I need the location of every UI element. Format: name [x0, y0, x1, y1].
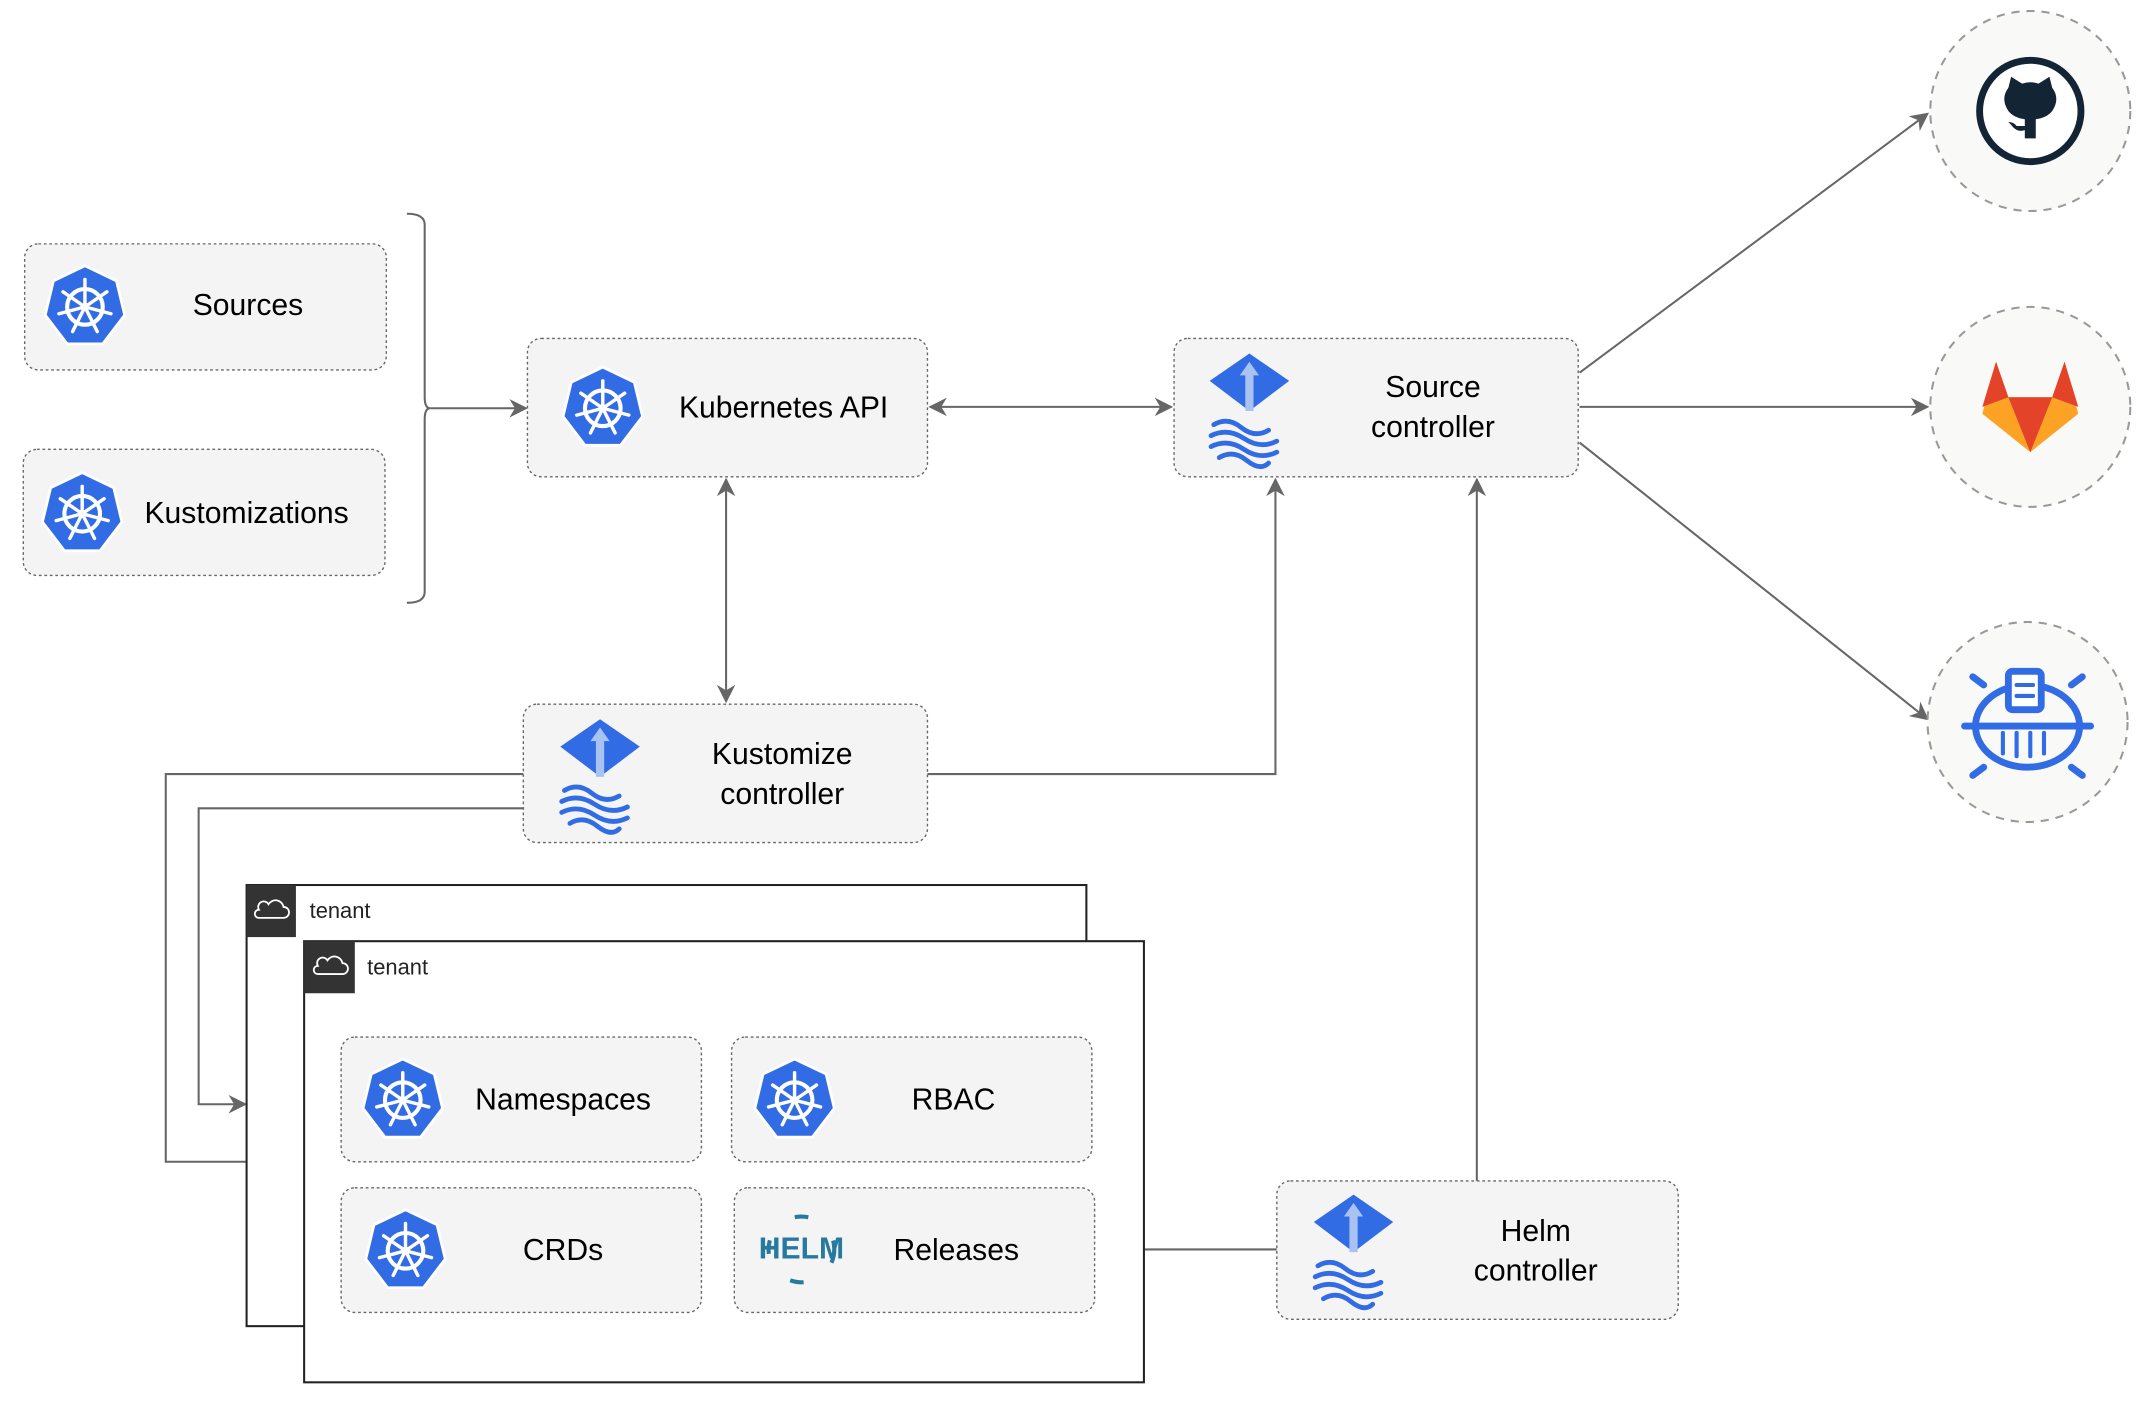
node-namespaces[interactable]: Namespaces	[340, 1036, 703, 1163]
tenant-label: tenant	[310, 898, 371, 923]
node-label: Releases	[893, 1234, 1019, 1267]
cloud-icon	[312, 955, 349, 975]
node-label: Kustomizations	[144, 497, 348, 530]
node-label: controller	[1371, 411, 1495, 444]
node-kustomize-controller[interactable]: Kustomize controller	[522, 703, 929, 844]
node-label: RBAC	[912, 1083, 996, 1116]
node-rbac[interactable]: RBAC	[730, 1036, 1093, 1163]
node-label: Sources	[193, 289, 304, 322]
node-kubernetes-api[interactable]: Kubernetes API	[526, 337, 929, 478]
helm-logo-text: HELM	[759, 1233, 844, 1266]
github-icon	[1976, 56, 2085, 166]
node-kustomizations[interactable]: Kustomizations	[22, 448, 386, 577]
node-source-controller[interactable]: Source controller	[1173, 337, 1579, 478]
node-label: Helm	[1501, 1215, 1571, 1248]
edge-kustomize-to-tenant-1	[197, 807, 524, 1114]
gitlab-icon	[1982, 361, 2079, 453]
edge-source-to-helm-repo	[1578, 441, 1929, 721]
node-label: Kustomize	[712, 738, 853, 771]
cloud-icon	[253, 899, 290, 919]
node-crds[interactable]: CRDs	[340, 1187, 703, 1314]
helm-repository[interactable]	[1926, 620, 2129, 824]
edge-source-to-github	[1578, 112, 1930, 374]
gitlab-repository[interactable]	[1929, 305, 2132, 508]
node-label: controller	[720, 778, 844, 811]
grouping-brace	[406, 212, 431, 604]
node-releases[interactable]: HELM Releases	[733, 1187, 1096, 1314]
node-label: controller	[1474, 1255, 1598, 1288]
edge-kustomize-to-source	[927, 477, 1285, 776]
github-repository[interactable]	[1929, 9, 2132, 213]
node-label: CRDs	[523, 1234, 603, 1267]
node-label: Kubernetes API	[679, 392, 888, 425]
node-sources[interactable]: Sources	[23, 243, 388, 371]
helm-icon: HELM	[759, 1214, 844, 1285]
node-label: Namespaces	[475, 1083, 651, 1116]
tenant-label: tenant	[367, 954, 428, 979]
edge-kustomize-to-tenant-2	[164, 773, 524, 1172]
node-helm-controller[interactable]: Helm controller	[1276, 1180, 1679, 1320]
helm-repository-icon	[1961, 667, 2094, 779]
node-label: Source	[1385, 371, 1480, 404]
